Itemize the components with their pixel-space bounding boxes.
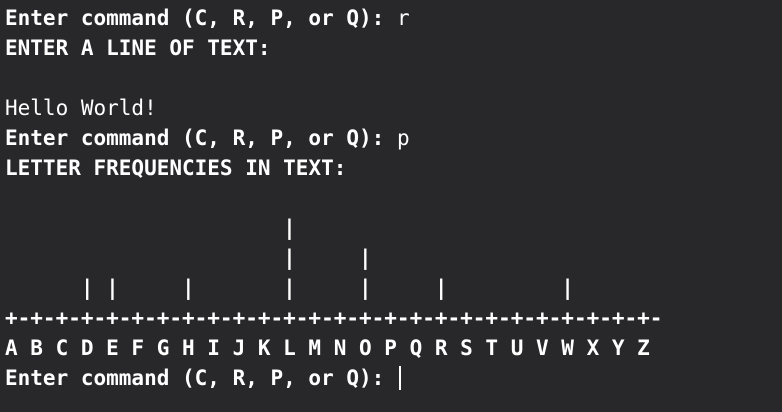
text-cursor xyxy=(398,366,401,390)
terminal-line-active[interactable]: Enter command (C, R, P, or Q): xyxy=(5,363,782,393)
histogram-row-2: | | xyxy=(5,246,372,270)
terminal-line-4: Hello World! xyxy=(5,96,157,120)
histogram-axis: +-+-+-+-+-+-+-+-+-+-+-+-+-+-+-+-+-+-+-+-… xyxy=(5,306,663,330)
terminal-line-2: ENTER A LINE OF TEXT: xyxy=(5,36,271,60)
histogram-letter-labels: A B C D E F G H I J K L M N O P Q R S T … xyxy=(5,336,650,360)
histogram-row-1: | | | | | | | xyxy=(5,276,574,300)
command-prompt: Enter command (C, R, P, or Q): xyxy=(5,126,397,150)
command-prompt: Enter command (C, R, P, or Q): xyxy=(5,6,397,30)
terminal-line-5: Enter command (C, R, P, or Q): p xyxy=(5,123,782,153)
terminal-line-3 xyxy=(5,63,782,93)
terminal-line-6: LETTER FREQUENCIES IN TEXT: xyxy=(5,156,347,180)
terminal-line-7 xyxy=(5,183,782,213)
command-input: r xyxy=(396,6,410,30)
histogram-row-3: | xyxy=(5,216,296,240)
command-input: p xyxy=(396,126,410,150)
terminal-line-1: Enter command (C, R, P, or Q): r xyxy=(5,3,782,33)
command-prompt: Enter command (C, R, P, or Q): xyxy=(5,366,397,390)
